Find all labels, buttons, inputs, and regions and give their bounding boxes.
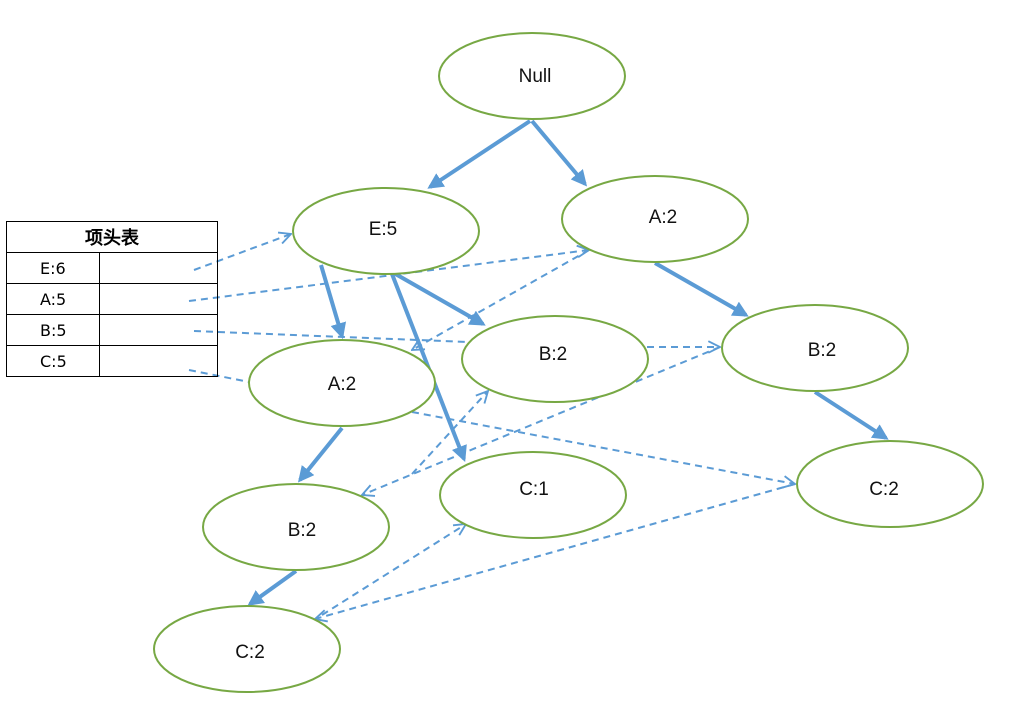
node-label: A:2	[328, 374, 357, 395]
node-label: A:2	[649, 207, 678, 228]
node-label: C:1	[519, 479, 549, 500]
link-c-header-to-a2-mid	[188, 369, 250, 383]
header-table-row: A:5	[5, 283, 218, 315]
node-label: C:2	[235, 642, 265, 663]
node-link-edges	[188, 234, 795, 619]
header-item-link-cell	[99, 314, 218, 346]
link-a2-top-to-a2-mid	[412, 249, 590, 350]
node-b2-left: B:2	[202, 483, 390, 571]
edge-a2-top-to-b2-right	[654, 261, 749, 317]
node-label: B:2	[808, 340, 837, 361]
header-item-label: E:6	[5, 252, 101, 284]
node-a2-mid: A:2	[248, 339, 436, 427]
header-table-row: B:5	[5, 314, 218, 346]
header-item-label: B:5	[5, 314, 101, 346]
node-label: E:5	[369, 219, 398, 240]
node-b2-mid: B:2	[461, 315, 649, 403]
header-table-title-row: 项头表	[6, 221, 218, 253]
node-c2-bottom: C:2	[153, 605, 341, 693]
edge-a2-mid-to-b2-left	[297, 426, 344, 483]
node-label: C:2	[869, 479, 899, 500]
node-root: Null	[438, 32, 626, 120]
link-b-header-to-b2-mid	[193, 330, 469, 343]
node-label: Null	[519, 66, 552, 87]
node-c2-right: C:2	[796, 440, 984, 528]
node-label: B:2	[288, 520, 317, 541]
link-b2-right-to-b2-left	[362, 346, 721, 495]
edge-e5-to-b2-mid	[391, 270, 486, 326]
header-item-link-cell	[99, 345, 218, 377]
node-b2-right: B:2	[721, 304, 909, 392]
node-e5: E:5	[292, 187, 480, 275]
link-c2-bottom-to-c1	[321, 524, 466, 616]
edge-null-to-e5	[427, 119, 532, 189]
edge-e5-to-a2-mid	[319, 264, 347, 340]
tree-nodes: Null E:5 A:2 A:2 B:2 B:2	[153, 32, 984, 693]
header-table: 项头表 E:6 A:5 B:5 C:5	[5, 221, 218, 377]
node-c1: C:1	[439, 451, 627, 539]
node-label: B:2	[539, 344, 568, 365]
link-c1-to-b2-mid	[411, 391, 488, 475]
edge-b2-left-to-c2-bottom	[247, 569, 298, 606]
header-table-row: E:6	[5, 252, 218, 284]
header-table-title: 项头表	[6, 221, 218, 253]
link-a-header-to-a2-top	[188, 250, 589, 302]
header-item-label: A:5	[5, 283, 101, 315]
edge-b2-right-to-c2-right	[813, 390, 889, 440]
edge-null-to-a2-top	[530, 119, 588, 187]
header-table-row: C:5	[5, 345, 218, 377]
link-a2-mid-to-c2-right	[411, 411, 795, 484]
header-item-label: C:5	[5, 345, 101, 377]
header-item-link-cell	[99, 252, 218, 284]
node-a2-top: A:2	[561, 175, 749, 263]
header-item-link-cell	[99, 283, 218, 315]
